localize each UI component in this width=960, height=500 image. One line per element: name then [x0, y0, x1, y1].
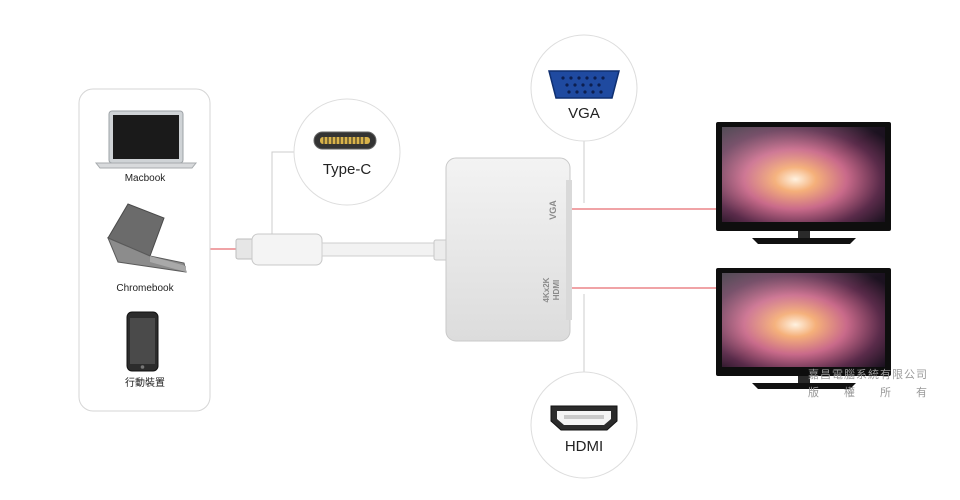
monitor-icon	[716, 122, 891, 244]
callout-leaders	[271, 140, 585, 372]
connection-lines	[210, 208, 720, 289]
adapter-body: VGA 4Kx2K HDMI	[445, 157, 572, 342]
typec-callout: Type-C	[293, 98, 401, 206]
chromebook-icon	[107, 203, 187, 273]
typec-leader-line	[271, 151, 296, 237]
laptop-icon	[94, 110, 198, 169]
monitor-icon	[716, 268, 891, 389]
hdmi-callout: HDMI	[530, 371, 638, 479]
typec-cable	[235, 233, 449, 266]
device-panel: Macbook Chromebook 行動裝置	[78, 88, 211, 412]
smartphone-icon	[126, 311, 159, 372]
watermark-line-1: 嘉昌電腦系統有限公司	[808, 368, 928, 381]
device-label-chromebook: Chromebook	[116, 283, 174, 294]
typec-label: Type-C	[323, 161, 372, 178]
vga-label: VGA	[568, 105, 600, 122]
device-label-mobile: 行動裝置	[125, 376, 165, 389]
cable	[321, 242, 437, 257]
adapter-vga-port-label: VGA	[548, 200, 558, 220]
usb-c-port-icon	[313, 131, 377, 150]
hdmi-port-icon	[550, 405, 618, 431]
device-label-macbook: Macbook	[125, 173, 167, 184]
adapter-hdmi-port-label-2: HDMI	[552, 280, 561, 300]
adapter-hdmi-port-label-1: 4Kx2K	[542, 277, 551, 302]
vga-callout: VGA	[530, 34, 638, 142]
hdmi-label: HDMI	[565, 438, 603, 455]
vga-port-icon	[548, 70, 620, 99]
watermark-line-2: 版 權 所 有	[808, 386, 928, 399]
typec-plug-housing	[251, 233, 323, 266]
